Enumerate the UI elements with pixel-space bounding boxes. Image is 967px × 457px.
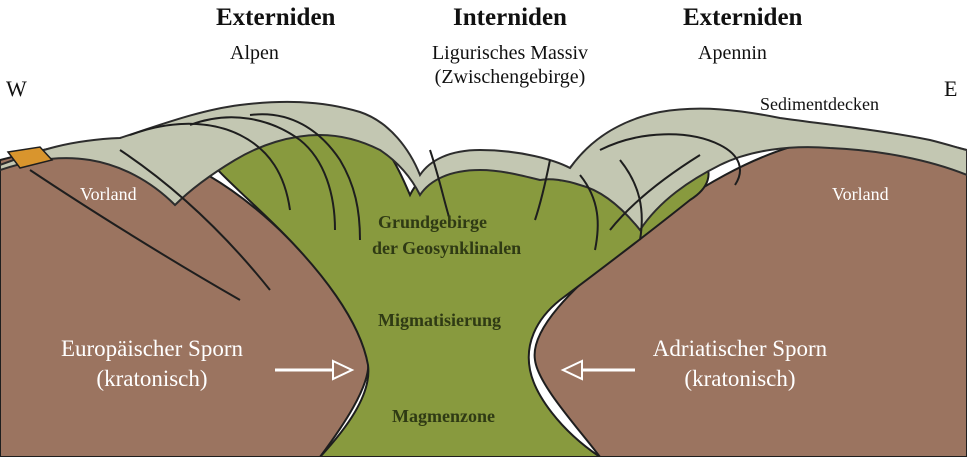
alps-label: Alpen: [230, 42, 279, 65]
adriatic-spur-cratonic: (kratonisch): [620, 366, 860, 392]
externiden-left-title: Externiden: [216, 4, 335, 32]
adriatic-spur-label: Adriatischer Sporn: [620, 336, 860, 362]
foreland-left-label: Vorland: [80, 184, 137, 205]
intermediate-mountains-label: (Zwischengebirge): [410, 66, 610, 89]
foreland-right-label: Vorland: [832, 184, 889, 205]
basement-label-line1: Grundgebirge: [378, 212, 487, 233]
west-label: W: [6, 76, 27, 102]
east-label: E: [944, 76, 957, 102]
interniden-title: Interniden: [410, 4, 610, 32]
sediment-nappes-label: Sedimentdecken: [760, 94, 879, 115]
externiden-right-title: Externiden: [683, 4, 802, 32]
basement-label-line2: der Geosynklinalen: [372, 238, 521, 259]
apennines-label: Apennin: [698, 42, 767, 65]
european-spur-cratonic: (kratonisch): [22, 366, 282, 392]
migmatization-label: Migmatisierung: [378, 310, 501, 331]
magma-zone-label: Magmenzone: [392, 406, 495, 427]
european-spur-label: Europäischer Sporn: [22, 336, 282, 362]
ligurian-massif-label: Ligurisches Massiv: [410, 42, 610, 65]
